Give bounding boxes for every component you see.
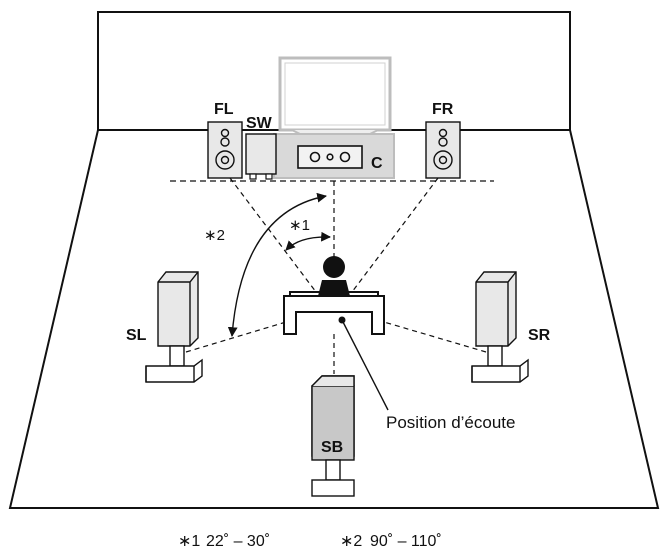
label-c: C [371, 155, 383, 172]
listening-seat [283, 291, 385, 335]
surround-back-speaker [311, 375, 355, 497]
listener-body [318, 280, 350, 296]
surround-right-speaker [471, 271, 529, 383]
footnote-1-value: 22˚ – 30˚ [206, 533, 270, 550]
front-right-speaker [425, 121, 461, 179]
angle-arcs [227, 192, 331, 337]
angle-mark-1: ∗1 [289, 217, 310, 234]
listener-head [323, 256, 345, 278]
label-fl: FL [214, 101, 234, 118]
footnote-2-value: 90˚ – 110˚ [370, 533, 442, 550]
label-fr: FR [432, 101, 454, 118]
arc-angle-1 [285, 231, 331, 251]
floor-outline [8, 129, 660, 509]
arc-angle-2 [227, 192, 327, 337]
tv [278, 56, 392, 135]
subwoofer [245, 133, 277, 180]
label-sb: SB [321, 439, 343, 456]
front-left-speaker [207, 121, 243, 179]
label-sw: SW [246, 115, 273, 132]
listening-position-label: Position d’écoute [386, 413, 515, 432]
footnote-1-marker: ∗1 [178, 533, 200, 550]
listening-label-pointer [341, 319, 389, 411]
label-sr: SR [528, 327, 551, 344]
footnote-2-marker: ∗2 [340, 533, 362, 550]
surround-left-speaker [145, 271, 203, 383]
label-sl: SL [126, 327, 147, 344]
center-speaker [273, 133, 395, 179]
angle-mark-2: ∗2 [204, 227, 225, 244]
